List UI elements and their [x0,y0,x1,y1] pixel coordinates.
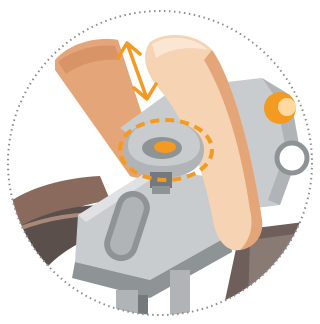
circle-content [0,0,320,324]
clamp-nut-illustration [0,0,320,324]
illustration-stage [0,0,320,324]
